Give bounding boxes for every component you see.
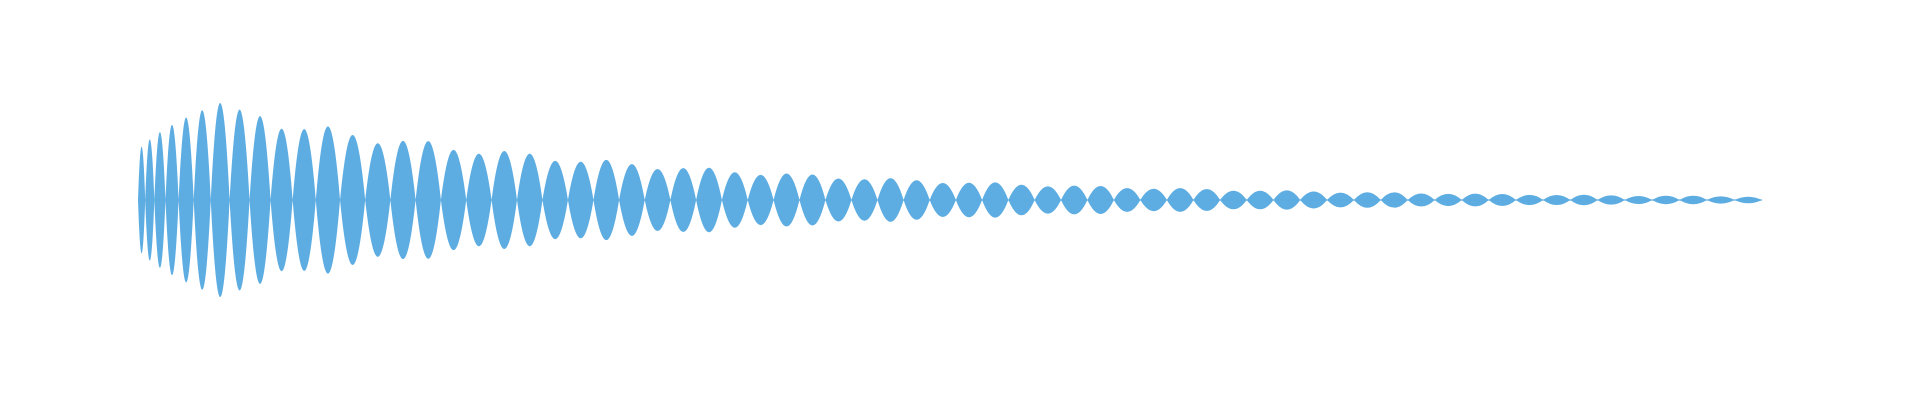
waveform-lobes xyxy=(138,103,1762,297)
